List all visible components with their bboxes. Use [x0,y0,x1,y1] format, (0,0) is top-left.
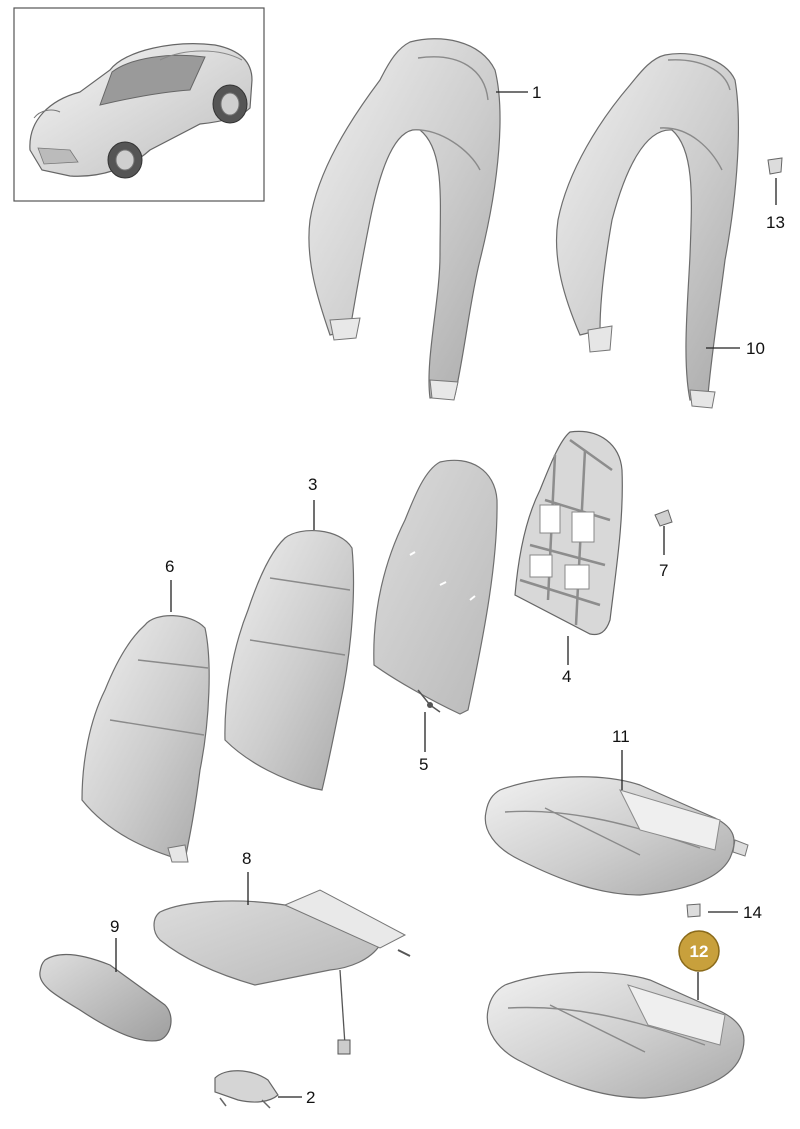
callout-4[interactable]: 4 [562,667,571,686]
callout-3[interactable]: 3 [308,475,317,494]
car-thumbnail[interactable] [13,7,265,202]
part-1-backrest-shell[interactable] [308,38,501,401]
callout-2[interactable]: 2 [306,1088,315,1107]
part-9-side-bolster[interactable] [39,954,172,1042]
callout-6[interactable]: 6 [165,557,174,576]
part-13-clip[interactable] [767,157,783,175]
part-7-clip[interactable] [654,509,673,527]
part-8-seat-pan[interactable] [153,889,411,1055]
callout-11[interactable]: 11 [612,727,630,746]
callout-13[interactable]: 13 [766,213,785,232]
part-3-backrest-pad[interactable] [224,529,355,791]
leader-lines [115,91,777,1098]
callout-labels: 1 2 3 4 5 6 7 8 9 10 11 13 14 [110,83,785,1107]
callout-1[interactable]: 1 [532,83,541,102]
callout-7[interactable]: 7 [659,561,668,580]
part-14-clip[interactable] [686,903,701,918]
callout-9[interactable]: 9 [110,917,119,936]
part-5-heating-element[interactable] [373,459,498,715]
part-11-seat-cushion[interactable] [484,776,749,896]
part-2-actuator[interactable] [214,1070,279,1109]
part-4-backrest-frame[interactable] [514,430,623,636]
callout-12-badge[interactable]: 12 [678,930,720,972]
part-10-backrest-cover[interactable] [555,52,739,409]
part-12-seat-cushion[interactable] [486,971,745,1099]
selected-badge[interactable] [678,930,720,972]
callout-8[interactable]: 8 [242,849,251,868]
callout-14[interactable]: 14 [743,903,762,922]
part-6-backrest-pad[interactable] [81,615,210,863]
callout-10[interactable]: 10 [746,339,765,358]
callout-12[interactable]: 12 [690,942,709,961]
callout-5[interactable]: 5 [419,755,428,774]
